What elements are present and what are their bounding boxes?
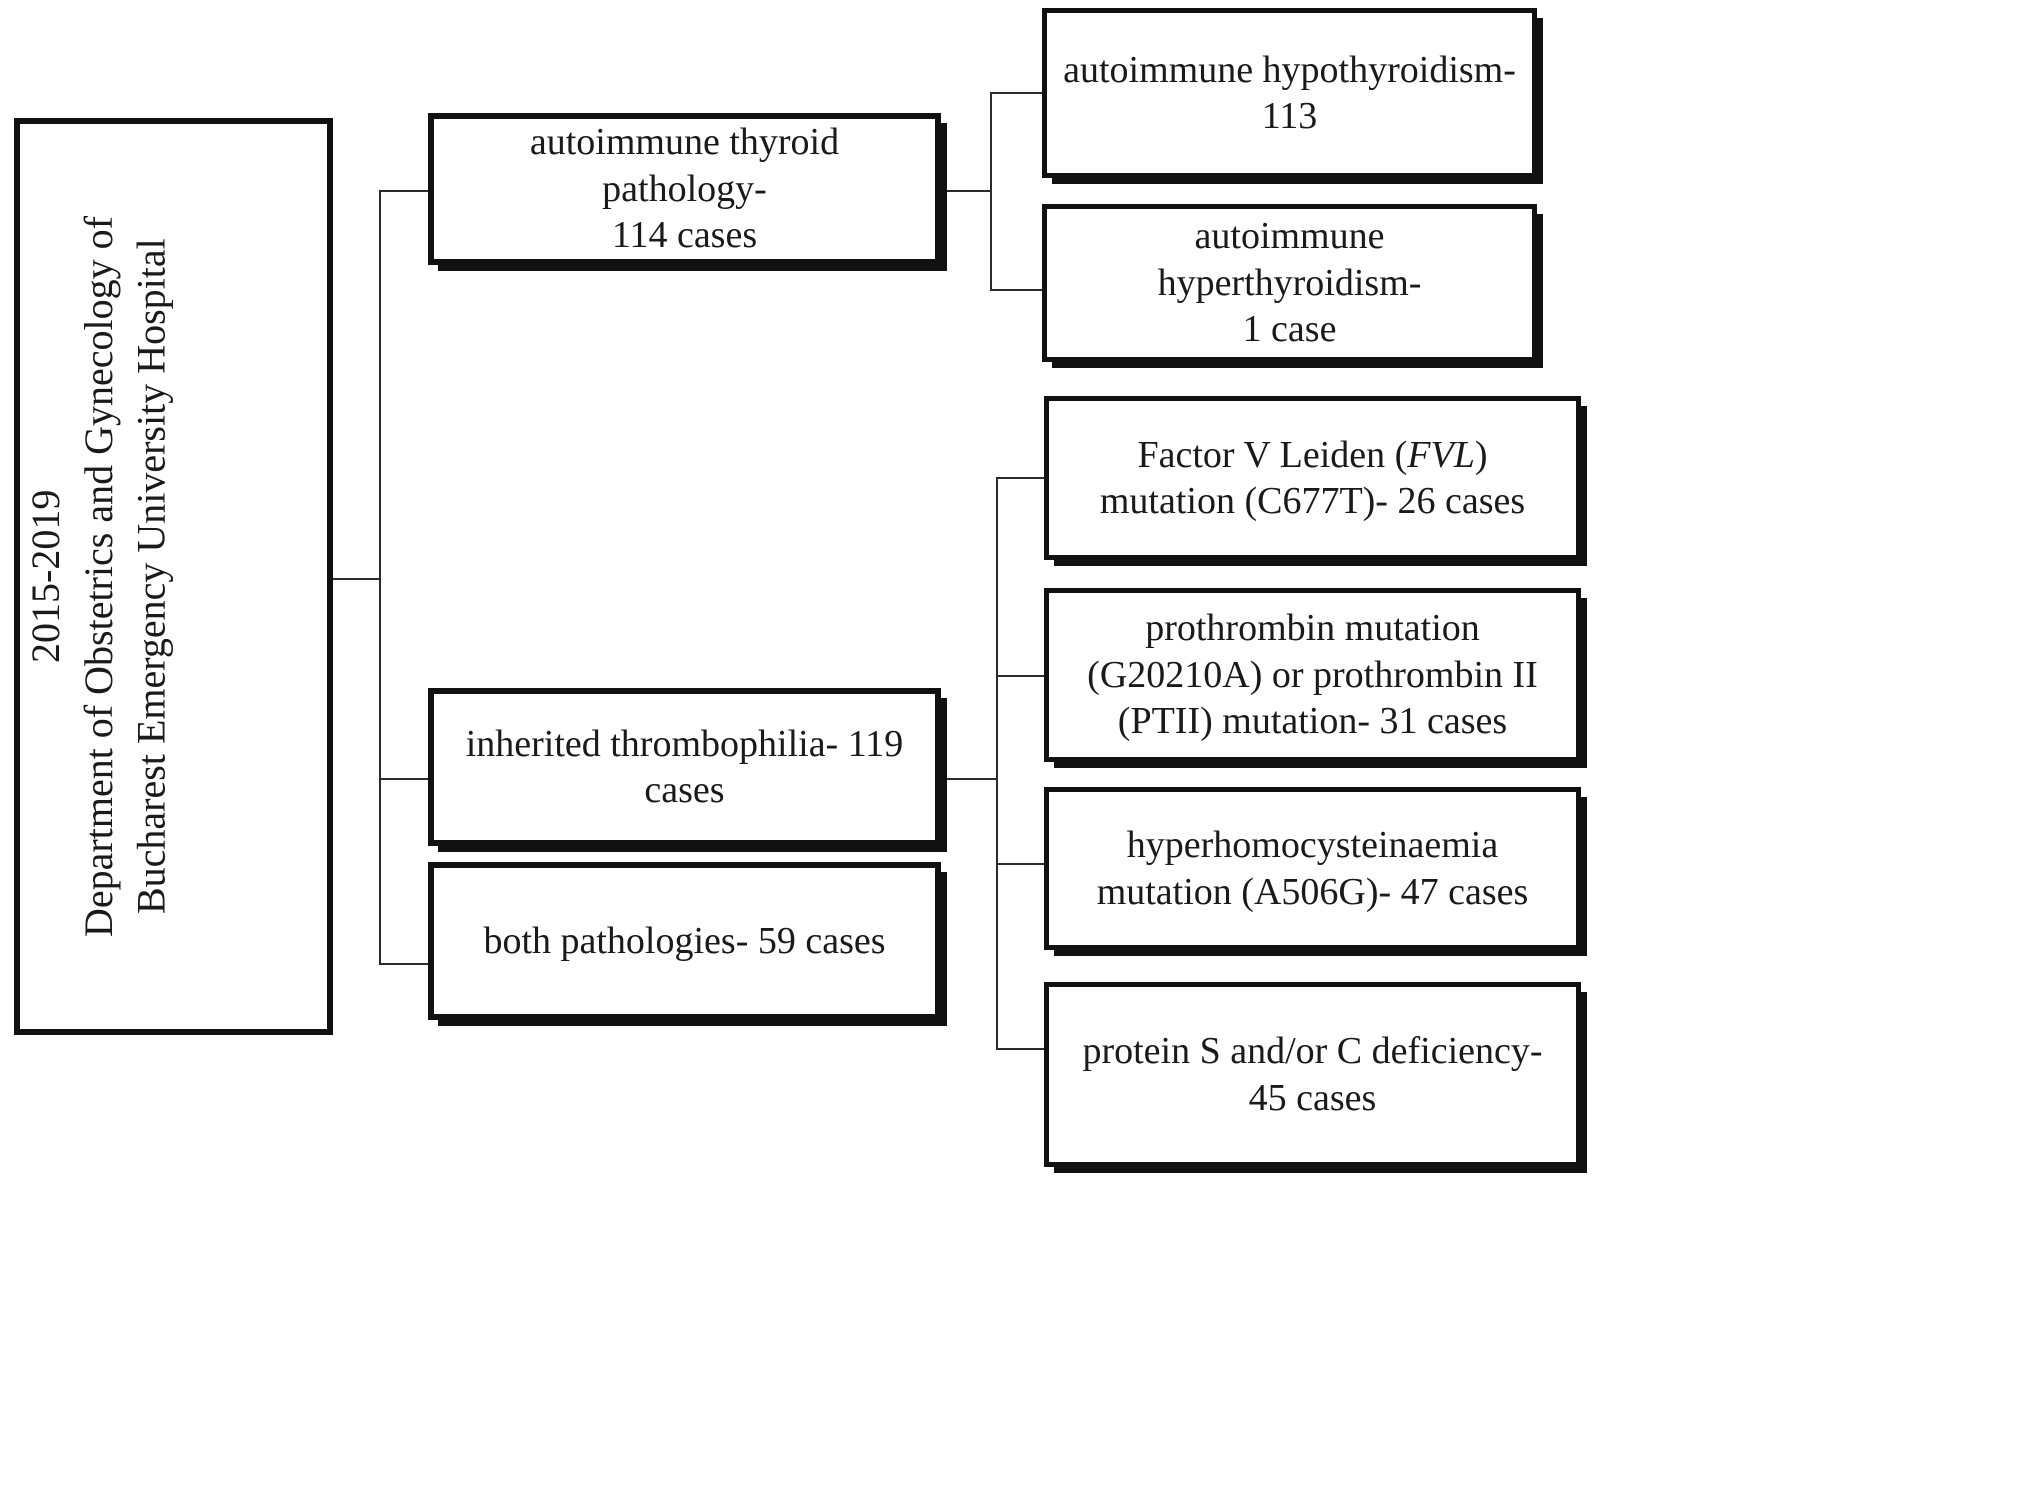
node-factor-v-leiden-label: Factor V Leiden (FVL) mutation (C677T)- … xyxy=(1049,432,1576,525)
hypothyroidism-line-1: autoimmune hypothyroidism- xyxy=(1063,48,1516,91)
hyperthyroidism-line-2: 1 case xyxy=(1242,308,1337,351)
fvl-line-2: mutation (C677T)- 26 cases xyxy=(1099,480,1526,522)
fvl-gene-italic: FVL xyxy=(1407,433,1475,476)
connector-root-stub xyxy=(333,578,381,580)
thrombophilia-line-1: inherited thrombophilia- 119 xyxy=(465,722,904,765)
connector-thrombophilia-to-prothrombin xyxy=(996,675,1044,677)
thrombophilia-line-2: cases xyxy=(644,769,725,811)
prothrombin-line-1: prothrombin mutation xyxy=(1145,607,1480,650)
node-autoimmune-hyperthyroidism[interactable]: autoimmune hyperthyroidism- 1 case xyxy=(1042,204,1537,362)
connector-thrombophilia-to-hyperhomocysteinaemia xyxy=(996,863,1044,865)
node-autoimmune-thyroid-pathology-label: autoimmune thyroid pathology- 114 cases xyxy=(434,119,935,258)
node-autoimmune-hypothyroidism-label: autoimmune hypothyroidism- 113 xyxy=(1047,47,1532,140)
node-hyperhomocysteinaemia[interactable]: hyperhomocysteinaemia mutation (A506G)- … xyxy=(1044,787,1581,950)
connector-level1-spine xyxy=(379,190,381,965)
hypothyroidism-line-2: 113 xyxy=(1261,95,1318,137)
connector-thrombophilia-to-protein-sc xyxy=(996,1048,1044,1050)
node-study-population-label: 2015-2019 Department of Obstetrics and G… xyxy=(20,216,327,937)
node-factor-v-leiden[interactable]: Factor V Leiden (FVL) mutation (C677T)- … xyxy=(1044,396,1581,560)
connector-thyroid-to-hypothyroidism xyxy=(990,92,1042,94)
root-line-1: 2015-2019 xyxy=(23,489,68,664)
node-prothrombin-mutation-label: prothrombin mutation (G20210A) or prothr… xyxy=(1049,605,1576,744)
protein-sc-line-2: 45 cases xyxy=(1248,1076,1377,1119)
node-inherited-thrombophilia-label: inherited thrombophilia- 119 cases xyxy=(434,721,935,814)
protein-sc-line-1: protein S and/or C deficiency- xyxy=(1082,1030,1543,1073)
node-autoimmune-thyroid-pathology[interactable]: autoimmune thyroid pathology- 114 cases xyxy=(428,113,941,265)
node-protein-s-c-deficiency[interactable]: protein S and/or C deficiency- 45 cases xyxy=(1044,982,1581,1167)
node-study-population[interactable]: 2015-2019 Department of Obstetrics and G… xyxy=(14,118,333,1035)
prothrombin-line-3: (PTII) mutation- 31 cases xyxy=(1117,700,1508,743)
node-hyperhomocysteinaemia-label: hyperhomocysteinaemia mutation (A506G)- … xyxy=(1049,822,1576,915)
connector-thrombophilia-spine xyxy=(996,477,998,1049)
connector-spine-to-both xyxy=(379,963,431,965)
thyroid-line-1: autoimmune thyroid pathology- xyxy=(529,121,840,210)
connector-spine-to-thrombophilia xyxy=(379,778,431,780)
fvl-line-1-pre: Factor V Leiden ( xyxy=(1137,433,1408,476)
hyperhomocysteinaemia-line-1: hyperhomocysteinaemia xyxy=(1126,824,1499,867)
prothrombin-line-2: (G20210A) or prothrombin II xyxy=(1087,653,1538,696)
node-inherited-thrombophilia[interactable]: inherited thrombophilia- 119 cases xyxy=(428,688,941,846)
node-autoimmune-hypothyroidism[interactable]: autoimmune hypothyroidism- 113 xyxy=(1042,8,1537,178)
fvl-line-1-post: ) xyxy=(1474,433,1488,476)
connector-thrombophilia-stub xyxy=(941,778,997,780)
thyroid-line-2: 114 cases xyxy=(611,214,758,257)
both-line-1: both pathologies- 59 cases xyxy=(483,919,886,962)
node-both-pathologies[interactable]: both pathologies- 59 cases xyxy=(428,862,941,1020)
hyperhomocysteinaemia-line-2: mutation (A506G)- 47 cases xyxy=(1096,870,1529,913)
node-both-pathologies-label: both pathologies- 59 cases xyxy=(434,918,935,964)
connector-thyroid-spine xyxy=(990,92,992,290)
root-line-3: Bucharest Emergency University Hospital xyxy=(128,238,174,915)
connector-spine-to-thyroid xyxy=(379,190,431,192)
node-prothrombin-mutation[interactable]: prothrombin mutation (G20210A) or prothr… xyxy=(1044,588,1581,762)
node-autoimmune-hyperthyroidism-label: autoimmune hyperthyroidism- 1 case xyxy=(1047,213,1532,352)
node-protein-s-c-deficiency-label: protein S and/or C deficiency- 45 cases xyxy=(1049,1028,1576,1121)
root-line-2: Department of Obstetrics and Gynecology … xyxy=(75,216,121,937)
hyperthyroidism-line-1: autoimmune hyperthyroidism- xyxy=(1157,215,1422,304)
connector-thyroid-stub xyxy=(941,190,991,192)
connector-thrombophilia-to-fvl xyxy=(996,477,1044,479)
connector-thyroid-to-hyperthyroidism xyxy=(990,289,1042,291)
